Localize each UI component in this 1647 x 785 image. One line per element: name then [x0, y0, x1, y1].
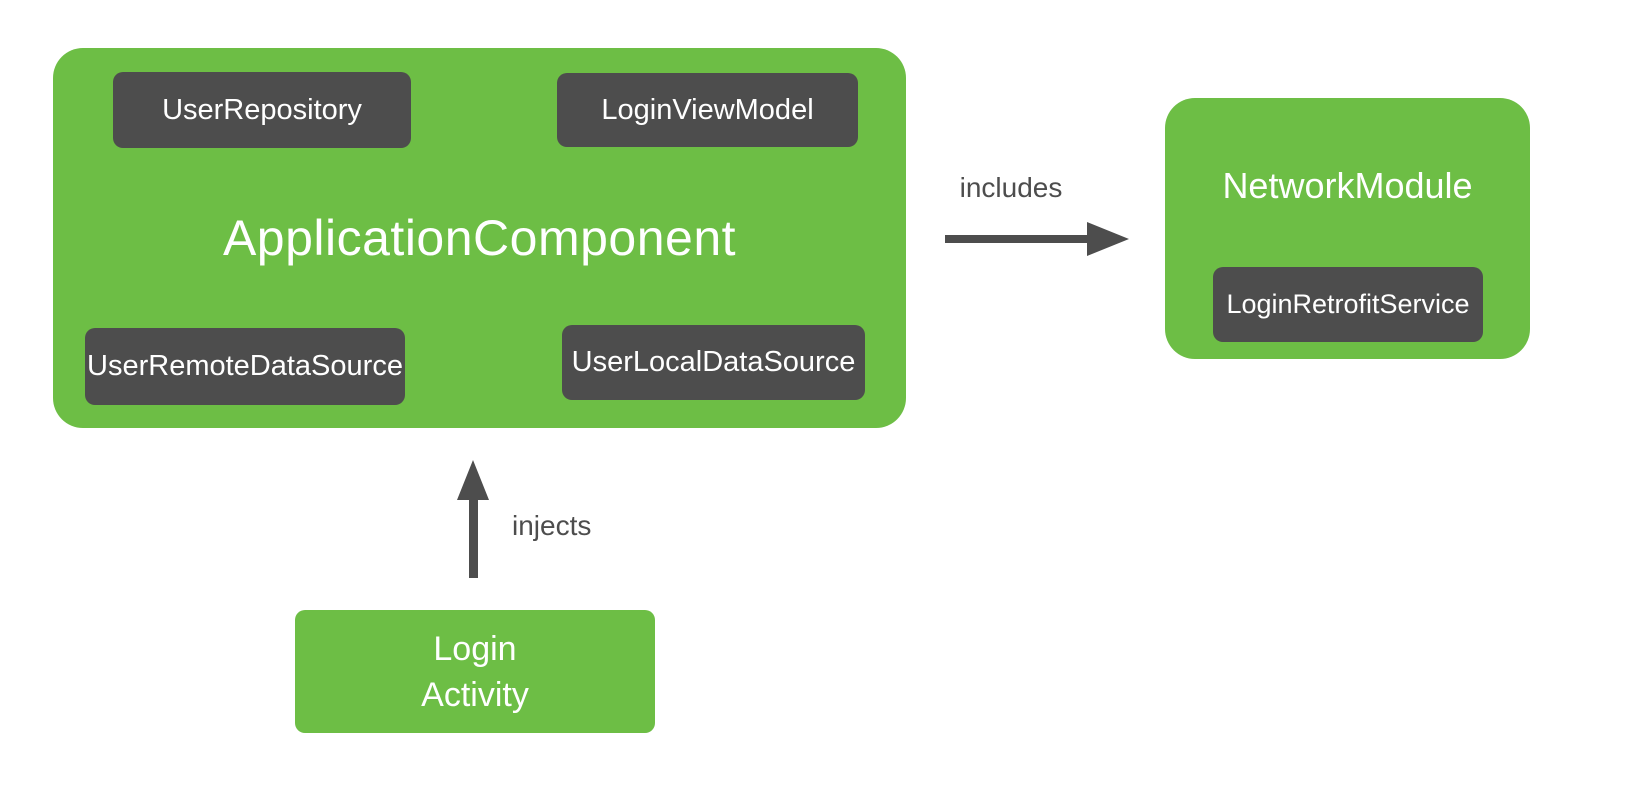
network-module-title: NetworkModule [1222, 165, 1473, 206]
chip-user-remote-data-source-label: UserRemoteDataSource [87, 350, 403, 382]
injects-arrow-up-icon [457, 460, 489, 500]
includes-edge-label: includes [959, 172, 1063, 203]
login-activity-box: Login Activity [295, 610, 655, 733]
chip-user-local-data-source-label: UserLocalDataSource [571, 346, 856, 378]
login-activity-line-2: Activity [421, 675, 529, 714]
chip-login-retrofit-service: LoginRetrofitService [1213, 267, 1483, 342]
chip-login-view-model: LoginViewModel [557, 73, 858, 147]
chip-user-repository-label: UserRepository [162, 93, 362, 126]
login-activity-line-1: Login [433, 629, 517, 668]
chip-user-remote-data-source: UserRemoteDataSource [85, 328, 405, 405]
includes-arrow-shaft [945, 235, 1087, 243]
chip-user-repository: UserRepository [113, 72, 411, 148]
injects-edge-label: injects [512, 510, 592, 541]
chip-login-view-model-label: LoginViewModel [601, 93, 814, 126]
application-component-title: ApplicationComponent [222, 210, 737, 266]
application-component-box: UserRepository LoginViewModel Applicatio… [53, 48, 906, 428]
injects-arrow-shaft [469, 498, 478, 578]
chip-user-local-data-source: UserLocalDataSource [562, 325, 865, 400]
chip-login-retrofit-service-label: LoginRetrofitService [1226, 289, 1470, 319]
includes-arrow-right-icon [1087, 222, 1129, 256]
network-module-box: NetworkModule LoginRetrofitService [1165, 98, 1530, 359]
